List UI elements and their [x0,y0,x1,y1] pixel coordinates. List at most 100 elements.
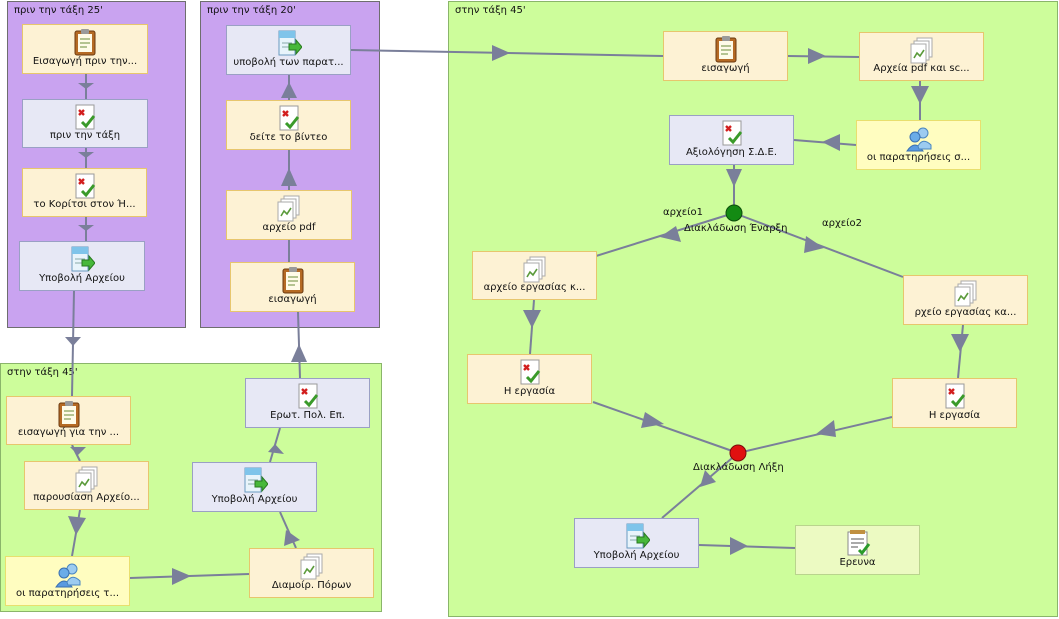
files-icon [74,465,100,493]
node-label: αρχείο εργασίας κ... [483,282,586,293]
arrowhead [641,412,664,428]
group-label: στην τάξη 45' [7,367,78,378]
upload-icon [624,522,650,550]
activity-pdf-files[interactable]: Αρχεία pdf και sc... [859,32,984,81]
group-label: πριν την τάξη 20' [207,5,296,16]
node-label: Η εργασία [503,386,556,397]
node-label: Εισαγωγή πριν την... [32,56,138,67]
arrowhead [68,516,86,535]
arrowhead [730,537,748,555]
activity-intro-for[interactable]: εισαγωγή για την ... [6,396,131,445]
activity-survey[interactable]: Ερευνα [795,525,920,575]
activity-assignment-1[interactable]: Η εργασία [467,354,592,404]
upload-icon [69,245,95,273]
node-label: το Κορίτσι στον Ή... [33,199,136,210]
arrowhead [65,337,81,346]
node-label: εισαγωγή [701,63,750,74]
upload-icon [276,29,302,57]
branch-start-label: Διακλάδωση Έναρξη [684,223,788,234]
node-label: Αρχεία pdf και sc... [873,63,970,74]
arrowhead [523,310,541,328]
node-label: οι παρατηρήσεις σ... [866,152,971,163]
group-label: πριν την τάξη 25' [14,5,103,16]
survey-icon [845,529,871,557]
activity-observations-forum[interactable]: οι παρατηρήσεις τ... [5,556,130,606]
activity-intro-3[interactable]: εισαγωγή [663,31,788,81]
activity-submit-observations[interactable]: υποβολή των παρατ... [226,25,351,75]
node-label: Διαμοίρ. Πόρων [271,580,352,591]
activity-intro-before-class[interactable]: Εισαγωγή πριν την... [22,24,148,74]
node-label: Υποβολή Αρχείου [593,550,680,561]
arrowhead [804,236,824,253]
arrowhead [816,420,836,437]
node-label: δείτε το βίντεο [249,132,328,143]
upload-icon [242,466,268,494]
activity-file-upload-2[interactable]: Υποβολή Αρχείου [192,462,317,512]
activity-file-upload-1[interactable]: Υποβολή Αρχείου [19,241,145,291]
activity-resource-sharing[interactable]: Διαμοίρ. Πόρων [249,548,374,598]
branch-start-node[interactable] [725,204,743,222]
arrowhead [172,568,191,585]
arrowhead [660,226,681,242]
branch-end-label: Διακλάδωση Λήξη [693,462,784,473]
node-label: Αξιολόγηση Σ.Δ.Ε. [685,147,778,158]
arrowhead [700,470,716,487]
group-label: στην τάξη 45' [455,5,526,16]
quiz-icon [276,104,302,132]
arrowhead [822,134,840,151]
branch-end-node[interactable] [729,444,747,462]
arrowhead [911,86,929,104]
quiz-icon [719,119,745,147]
node-label: Ερωτ. Πολ. Επ. [270,410,345,421]
arrowhead [70,447,86,455]
arrowhead [726,169,742,187]
arrowhead [492,45,510,61]
files-icon [276,194,302,222]
arrowhead [284,530,300,546]
arrowhead [281,168,297,186]
activity-evaluation[interactable]: Αξιολόγηση Σ.Δ.Ε. [669,115,794,165]
node-label: εισαγωγή [268,294,317,305]
arrowhead [78,152,94,158]
people-icon [55,560,81,588]
node-label: αρχείο pdf [262,222,316,233]
files-icon [909,36,935,64]
activity-girl-quiz[interactable]: το Κορίτσι στον Ή... [22,168,147,217]
activity-work-file-1[interactable]: αρχείο εργασίας κ... [472,251,597,300]
activity-presentation-file[interactable]: παρουσίαση Αρχείο... [24,461,149,510]
activity-observations-forum-2[interactable]: οι παρατηρήσεις σ... [856,120,981,170]
activity-multiple-choice-questions[interactable]: Ερωτ. Πολ. Επ. [245,378,370,428]
arrowhead [78,83,94,89]
activity-watch-video[interactable]: δείτε το βίντεο [226,100,351,150]
edge [592,401,739,454]
node-label: οι παρατηρήσεις τ... [15,588,119,599]
arrowhead [281,82,297,98]
clipboard-icon [713,35,739,63]
activity-assignment-2[interactable]: Η εργασία [892,378,1017,428]
node-label: πριν την τάξη [49,130,121,141]
activity-pdf-file[interactable]: αρχείο pdf [226,190,352,240]
quiz-icon [942,382,968,410]
activity-before-class-quiz[interactable]: πριν την τάξη [22,99,148,148]
node-label: ρχείο εργασίας κα... [914,307,1017,318]
node-label: εισαγωγή για την ... [17,427,120,438]
clipboard-icon [72,28,98,56]
quiz-icon [295,382,321,410]
branch-path-1-label: αρχείο1 [663,207,703,218]
files-icon [299,552,325,580]
people-icon [906,124,932,152]
activity-work-file-2[interactable]: ρχείο εργασίας κα... [903,275,1028,325]
branch-path-2-label: αρχείο2 [822,218,862,229]
arrowhead [78,225,94,231]
files-icon [522,255,548,283]
activity-file-upload-3[interactable]: Υποβολή Αρχείου [574,518,699,568]
quiz-icon [72,172,98,200]
node-label: Η εργασία [928,410,981,421]
node-label: παρουσίαση Αρχείο... [33,492,140,503]
node-label: υποβολή των παρατ... [233,57,344,68]
arrowhead [291,344,307,362]
activity-intro-2[interactable]: εισαγωγή [230,262,355,312]
quiz-icon [517,358,543,386]
quiz-icon [72,103,98,131]
